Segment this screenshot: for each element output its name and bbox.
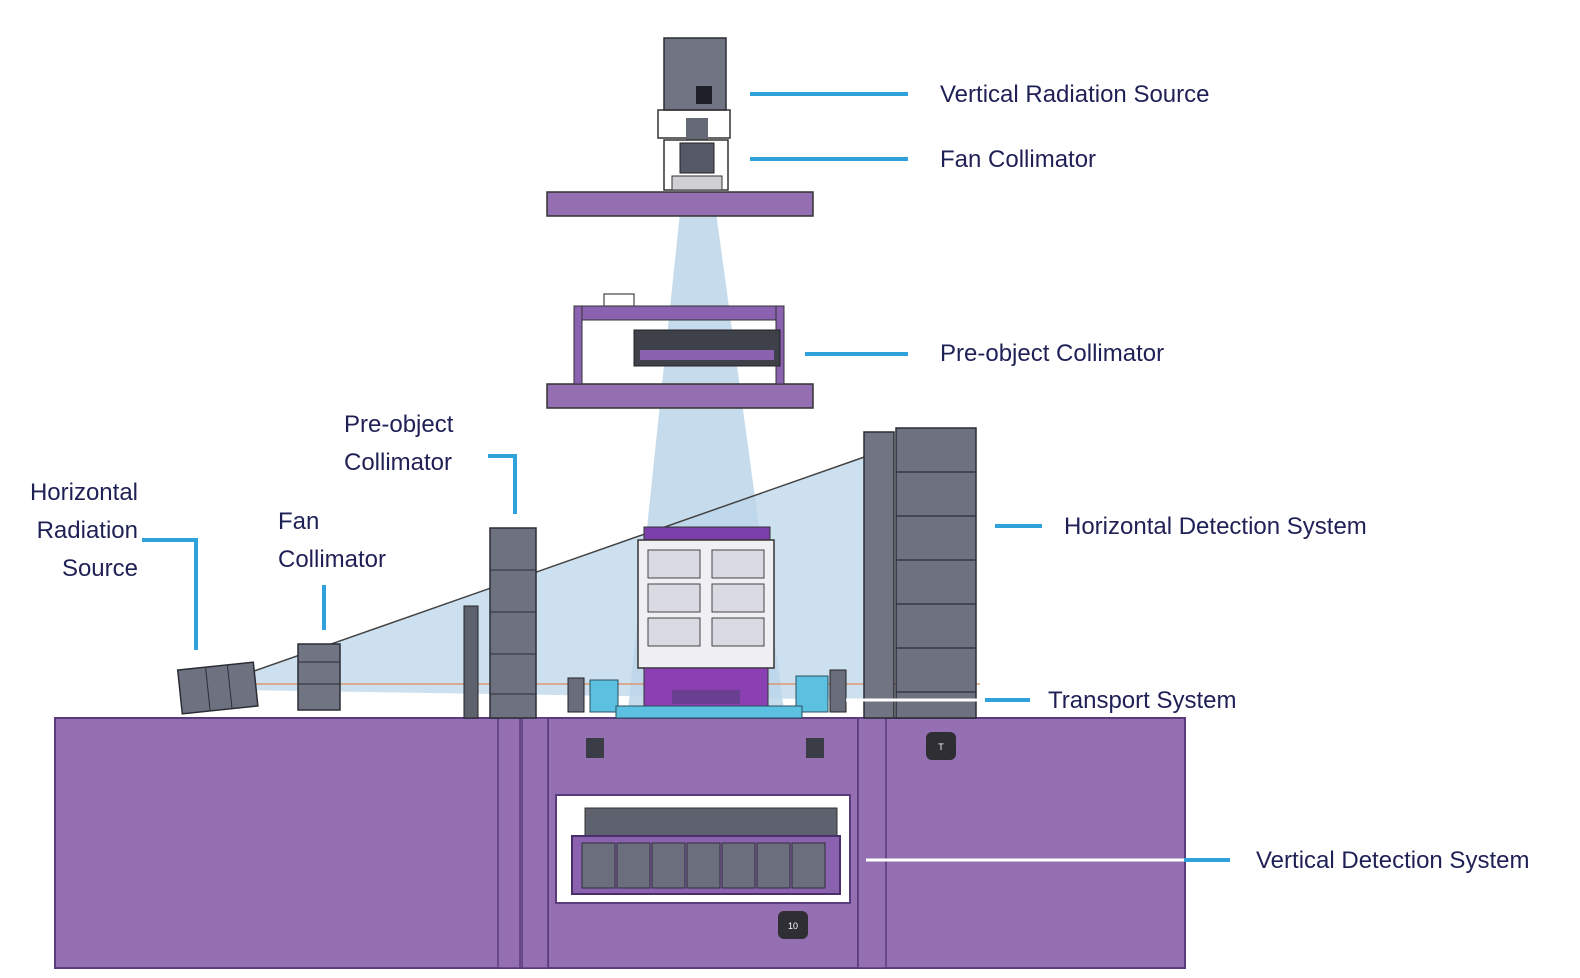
label-line: Source	[61, 555, 138, 582]
badge-small	[926, 732, 956, 760]
cargo-container	[637, 526, 775, 709]
pre-object-collimator-vertical	[573, 293, 785, 385]
label-line: Radiation	[36, 517, 138, 544]
label-horizontal-detection-system: Horizontal Detection System	[1064, 513, 1367, 540]
label-fan-collimator-side: Fan Collimator	[278, 503, 386, 579]
beam-edge-line	[239, 454, 871, 677]
label-line: Pre-object	[344, 411, 454, 438]
top-platform	[546, 191, 814, 217]
label-transport-system: Transport System	[1048, 687, 1237, 714]
conveyor-deck	[615, 705, 803, 719]
middle-platform	[546, 383, 814, 409]
badge-10-text: 10	[788, 921, 798, 931]
leader-lines	[142, 92, 1230, 862]
horizontal-radiation-source	[176, 661, 259, 715]
label-horizontal-radiation-source: Horizontal Radiation Source	[18, 474, 138, 588]
horizontal-detection-tower	[863, 427, 977, 719]
fan-collimator-side-box	[297, 643, 341, 711]
label-vertical-radiation-source: Vertical Radiation Source	[940, 81, 1210, 108]
vertical-radiation-source	[657, 37, 731, 140]
label-pre-object-collimator-top: Pre-object Collimator	[940, 340, 1165, 367]
badge-small-text: T	[938, 742, 944, 752]
label-vertical-detection-system: Vertical Detection System	[1256, 847, 1530, 874]
badge-10	[778, 911, 808, 939]
fan-collimator-vertical	[663, 139, 729, 191]
vertical-detector-array	[571, 807, 841, 895]
transport-left-unit	[567, 677, 619, 758]
label-line: Collimator	[344, 449, 453, 476]
label-fan-collimator-top: Fan Collimator	[940, 146, 1097, 173]
label-pre-object-collimator-side: Pre-object Collimator	[344, 406, 453, 482]
pre-object-collimator-side-tower	[463, 527, 537, 719]
label-line: Horizontal	[29, 479, 138, 506]
label-line: Fan	[278, 508, 320, 535]
label-line: Collimator	[278, 546, 387, 573]
transport-right-unit	[795, 669, 847, 758]
